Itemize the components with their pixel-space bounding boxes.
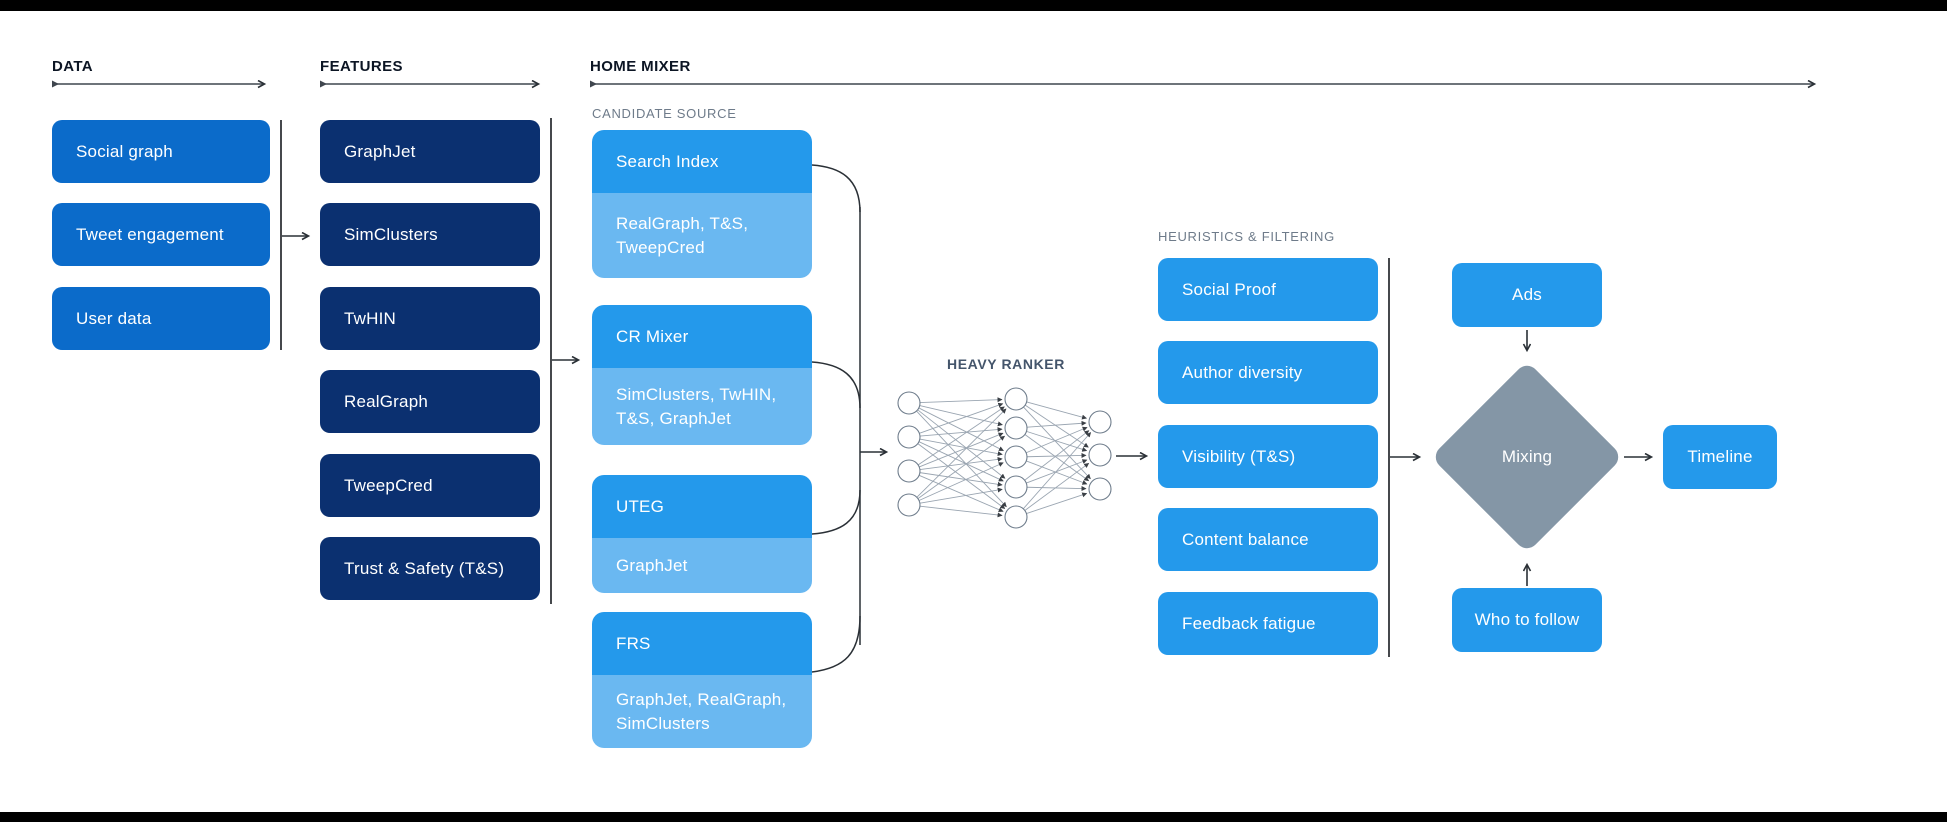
- feature-node-twhin: TwHIN: [320, 287, 540, 350]
- top-letterbox-bar: [0, 0, 1947, 11]
- heuristic-node-content-balance: Content balance: [1158, 508, 1378, 571]
- nn-node: [1088, 443, 1112, 467]
- nn-node: [1088, 410, 1112, 434]
- heuristic-node-feedback-fatigue: Feedback fatigue: [1158, 592, 1378, 655]
- feature-node-graphjet: GraphJet: [320, 120, 540, 183]
- candidate-title: FRS: [592, 612, 812, 675]
- nn-node: [1004, 475, 1028, 499]
- frs-connector: [811, 615, 861, 673]
- nn-node: [1004, 505, 1028, 529]
- heuristic-node-visibility: Visibility (T&S): [1158, 425, 1378, 488]
- candidate-title: UTEG: [592, 475, 812, 538]
- heuristic-node-social-proof: Social Proof: [1158, 258, 1378, 321]
- feature-node-realgraph: RealGraph: [320, 370, 540, 433]
- ads-node: Ads: [1452, 263, 1602, 327]
- cr-mixer-connector: [811, 361, 861, 409]
- uteg-connector: [811, 489, 861, 535]
- nn-node: [1004, 416, 1028, 440]
- bottom-letterbox-bar: [0, 812, 1947, 822]
- features-section-header: FEATURES: [320, 58, 403, 75]
- feature-node-tweepcred: TweepCred: [320, 454, 540, 517]
- nn-node: [897, 425, 921, 449]
- candidate-card-uteg: UTEG GraphJet: [592, 475, 812, 593]
- timeline-node: Timeline: [1663, 425, 1777, 489]
- candidate-card-cr-mixer: CR Mixer SimClusters, TwHIN, T&S, GraphJ…: [592, 305, 812, 445]
- heuristic-node-author-diversity: Author diversity: [1158, 341, 1378, 404]
- home-mixer-section-header: HOME MIXER: [590, 58, 691, 75]
- heuristics-filtering-header: HEURISTICS & FILTERING: [1158, 229, 1335, 244]
- nn-node: [1088, 477, 1112, 501]
- data-node-social-graph: Social graph: [52, 120, 270, 183]
- candidate-sources: SimClusters, TwHIN, T&S, GraphJet: [592, 368, 812, 445]
- candidate-sources: GraphJet, RealGraph, SimClusters: [592, 675, 812, 748]
- nn-node: [897, 391, 921, 415]
- data-node-user-data: User data: [52, 287, 270, 350]
- candidate-title: Search Index: [592, 130, 812, 193]
- candidate-card-frs: FRS GraphJet, RealGraph, SimClusters: [592, 612, 812, 748]
- neural-network-graphic: [897, 387, 1112, 529]
- data-section-header: DATA: [52, 58, 94, 75]
- data-node-tweet-engagement: Tweet engagement: [52, 203, 270, 266]
- nn-node: [1004, 445, 1028, 469]
- feature-node-simclusters: SimClusters: [320, 203, 540, 266]
- candidate-sources: RealGraph, T&S, TweepCred: [592, 193, 812, 278]
- mixing-label: Mixing: [1501, 447, 1553, 466]
- who-to-follow-node: Who to follow: [1452, 588, 1602, 652]
- search-index-connector: [811, 164, 861, 213]
- candidate-source-header: CANDIDATE SOURCE: [592, 106, 737, 121]
- nn-node: [897, 493, 921, 517]
- candidate-card-search-index: Search Index RealGraph, T&S, TweepCred: [592, 130, 812, 278]
- candidate-merge-trunk: [811, 164, 861, 673]
- nn-node: [1004, 387, 1028, 411]
- nn-node: [897, 459, 921, 483]
- feature-node-trust-safety: Trust & Safety (T&S): [320, 537, 540, 600]
- heavy-ranker-header: HEAVY RANKER: [947, 356, 1065, 372]
- mixing-diamond: Mixing: [1430, 360, 1624, 554]
- candidate-title: CR Mixer: [592, 305, 812, 368]
- candidate-sources: GraphJet: [592, 538, 812, 593]
